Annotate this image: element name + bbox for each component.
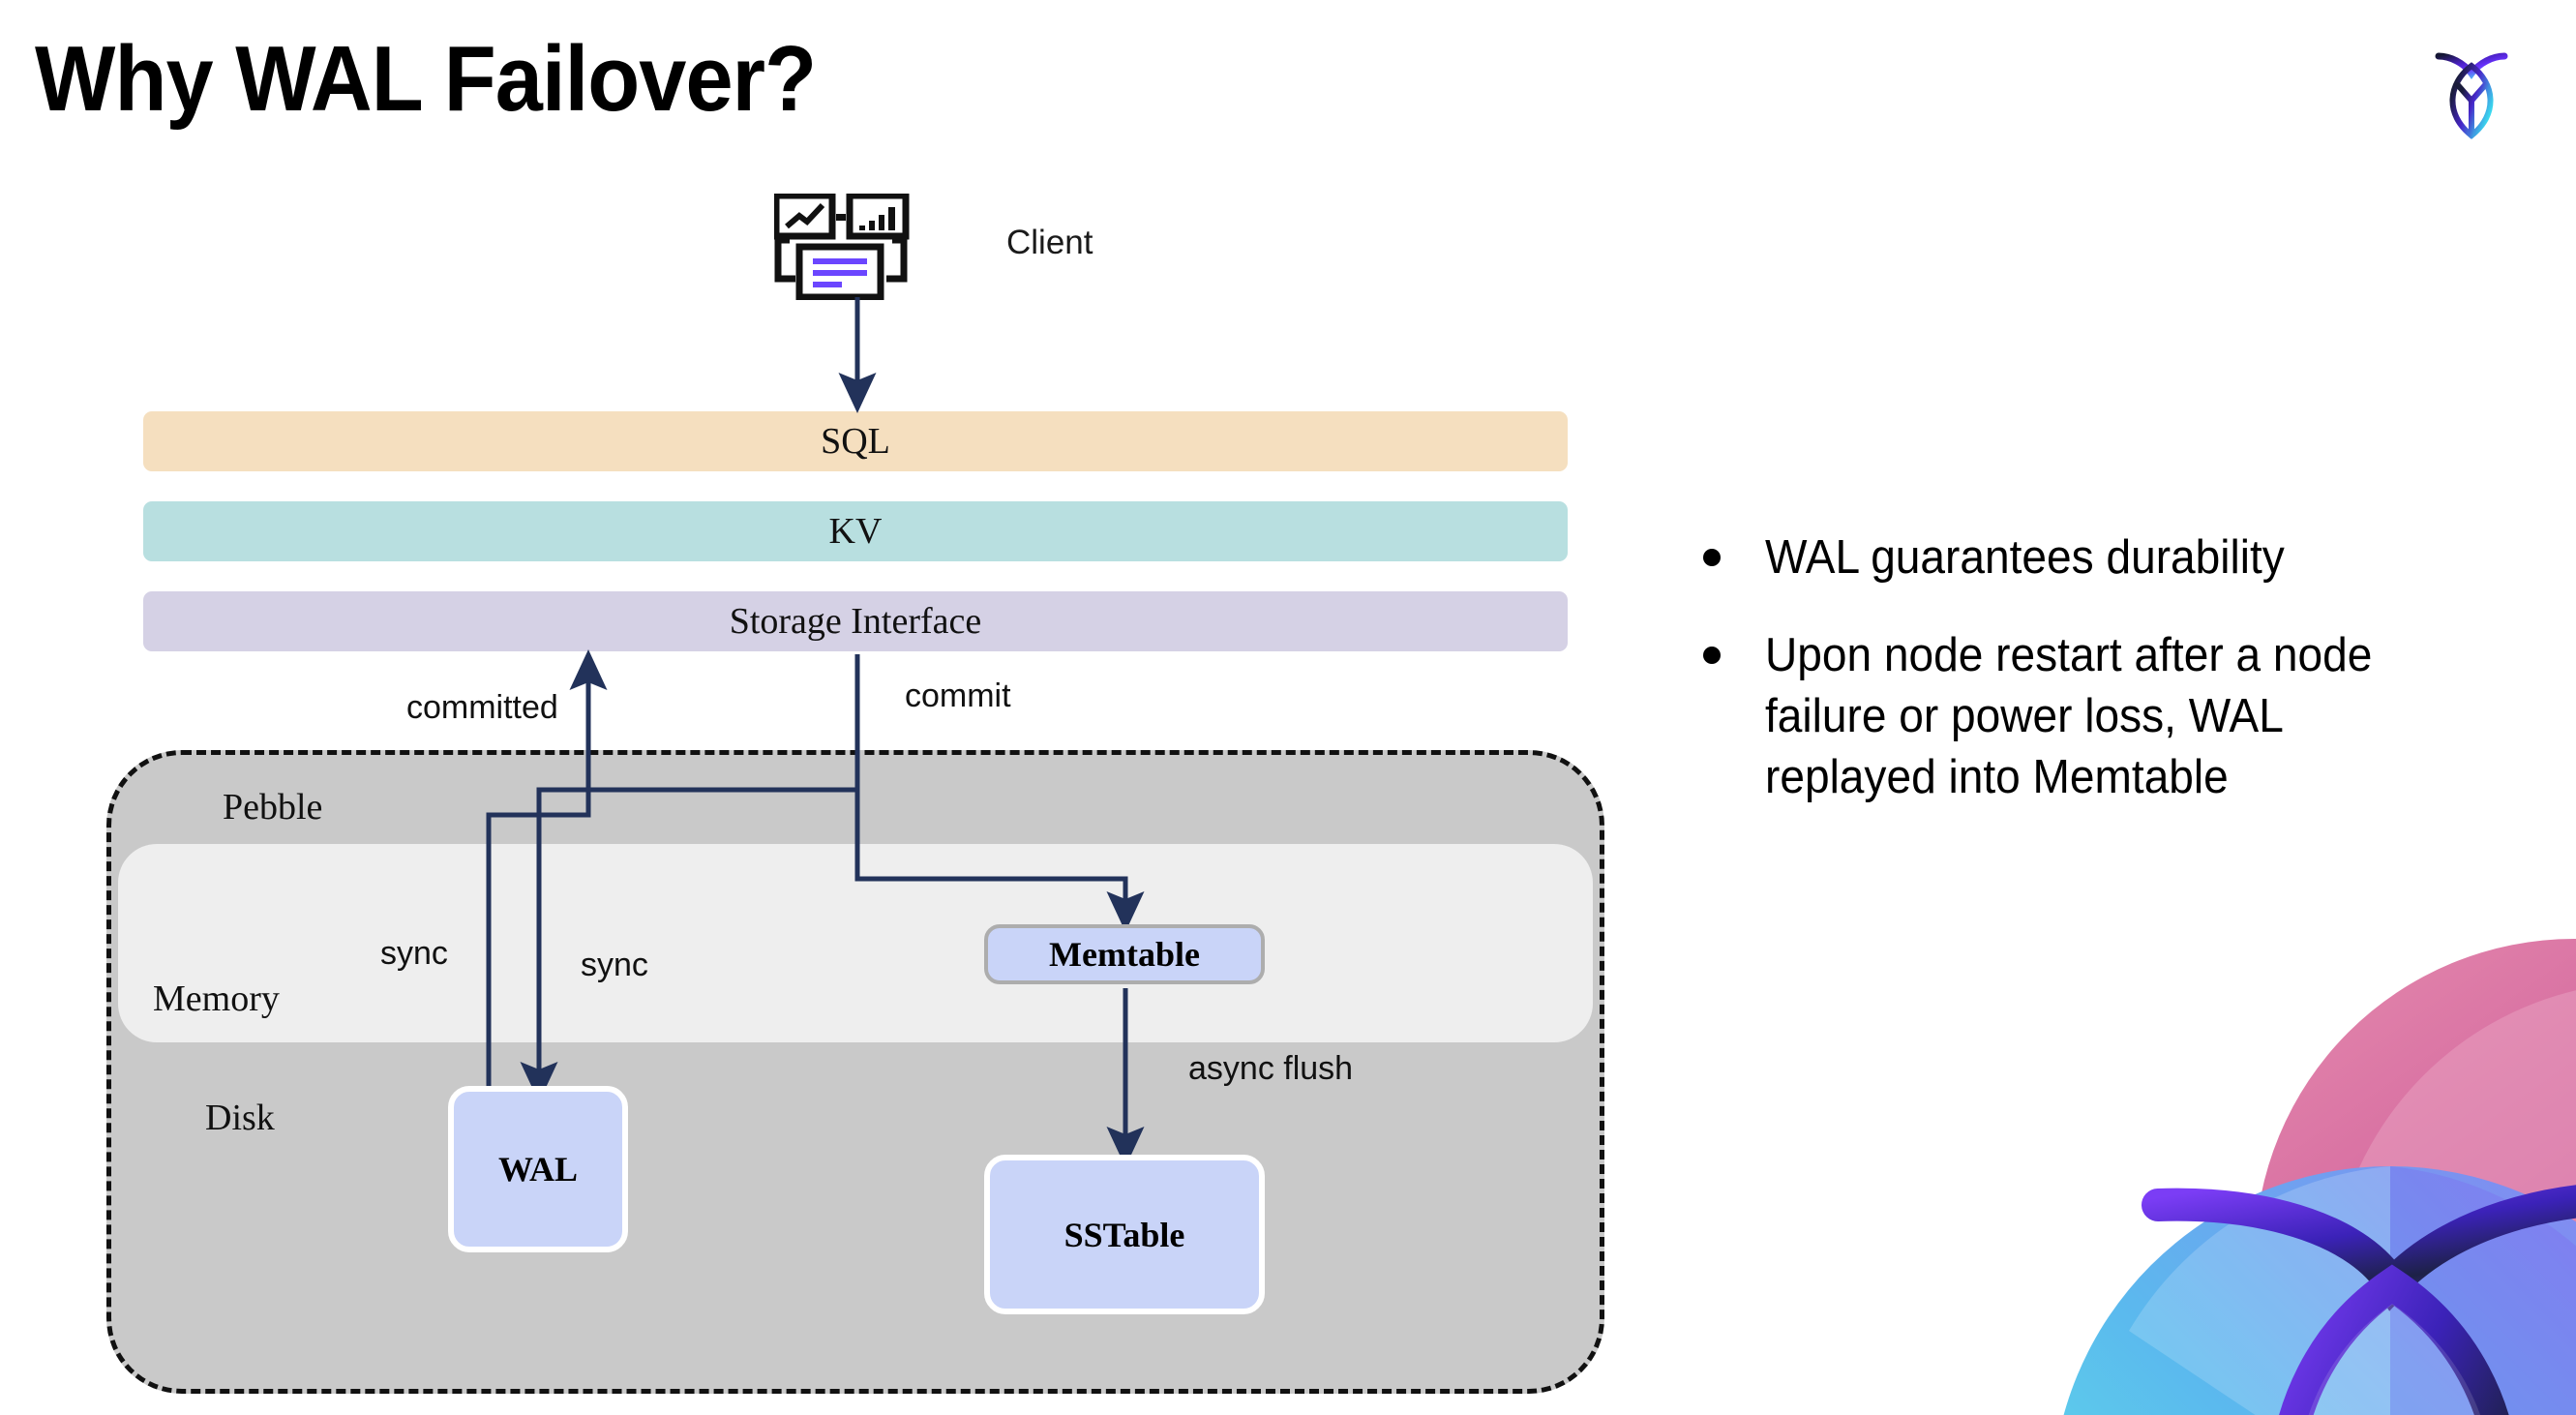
edge-label-sync-right: sync	[581, 947, 648, 983]
node-box-sstable: SSTable	[984, 1155, 1265, 1314]
edge-label-sync-left: sync	[380, 935, 448, 972]
node-box-memtable: Memtable	[984, 924, 1265, 984]
edge-label-committed: committed	[406, 689, 558, 726]
list-item: Upon node restart after a node failure o…	[1703, 625, 2506, 808]
layer-bar-sql: SQL	[143, 411, 1568, 471]
page-title: Why WAL Failover?	[35, 27, 817, 131]
list-item: WAL guarantees durability	[1703, 527, 2506, 588]
node-label-wal: WAL	[497, 1150, 579, 1189]
bullet-dot-icon	[1703, 647, 1721, 664]
cockroachdb-watermark-icon	[1955, 924, 2576, 1415]
edge-label-commit: commit	[905, 677, 1011, 714]
layer-label-kv: KV	[828, 511, 883, 552]
bullet-dot-icon	[1703, 549, 1721, 566]
node-label-sstable: SSTable	[1063, 1215, 1185, 1254]
layer-bar-storage: Storage Interface	[143, 591, 1568, 651]
disk-label: Disk	[205, 1098, 275, 1138]
memory-region	[118, 844, 1593, 1042]
pebble-label: Pebble	[223, 787, 323, 828]
bullet-text: WAL guarantees durability	[1765, 531, 2285, 584]
node-label-memtable: Memtable	[1049, 935, 1200, 974]
node-box-wal: WAL	[448, 1086, 628, 1252]
layer-bar-kv: KV	[143, 501, 1568, 561]
layer-label-storage: Storage Interface	[729, 601, 982, 642]
edge-label-async-flush: async flush	[1188, 1050, 1354, 1087]
cockroachdb-logo-icon	[2417, 37, 2526, 145]
client-label: Client	[1006, 224, 1093, 261]
layer-label-sql: SQL	[821, 421, 890, 462]
client-dashboard-icon	[772, 192, 929, 301]
bullet-list: WAL guarantees durability Upon node rest…	[1703, 527, 2506, 845]
memory-label: Memory	[153, 978, 280, 1019]
bullet-text: Upon node restart after a node failure o…	[1765, 629, 2373, 803]
client-group: Client	[772, 192, 1093, 301]
